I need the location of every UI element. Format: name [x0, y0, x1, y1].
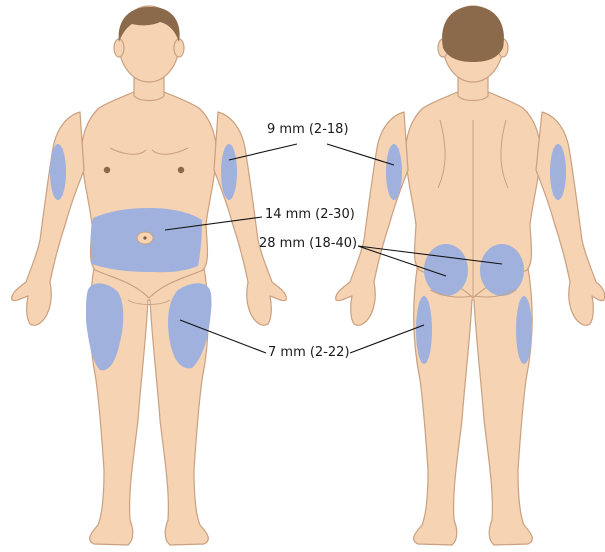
- left-nipple: [104, 167, 110, 173]
- left-buttock-site: [424, 244, 468, 296]
- right-buttock-site: [480, 244, 524, 296]
- back-body: [336, 6, 605, 545]
- back-right-thigh-site: [516, 296, 532, 364]
- abdomen-depth-label: 14 mm (2-30): [265, 207, 355, 223]
- buttock-depth-label: 28 mm (18-40): [259, 236, 357, 252]
- front-right-arm-site: [221, 144, 237, 200]
- back-hair: [442, 6, 504, 62]
- back-left-arm-site: [386, 144, 402, 200]
- thigh-depth-label: 7 mm (2-22): [268, 345, 350, 361]
- back-right-arm-site: [550, 144, 566, 200]
- right-nipple: [178, 167, 184, 173]
- front-left-arm-site: [50, 144, 66, 200]
- thigh-leader-back: [350, 325, 424, 353]
- back-left-thigh-site: [416, 296, 432, 364]
- arm-depth-label: 9 mm (2-18): [267, 122, 349, 138]
- front-body: [12, 6, 287, 545]
